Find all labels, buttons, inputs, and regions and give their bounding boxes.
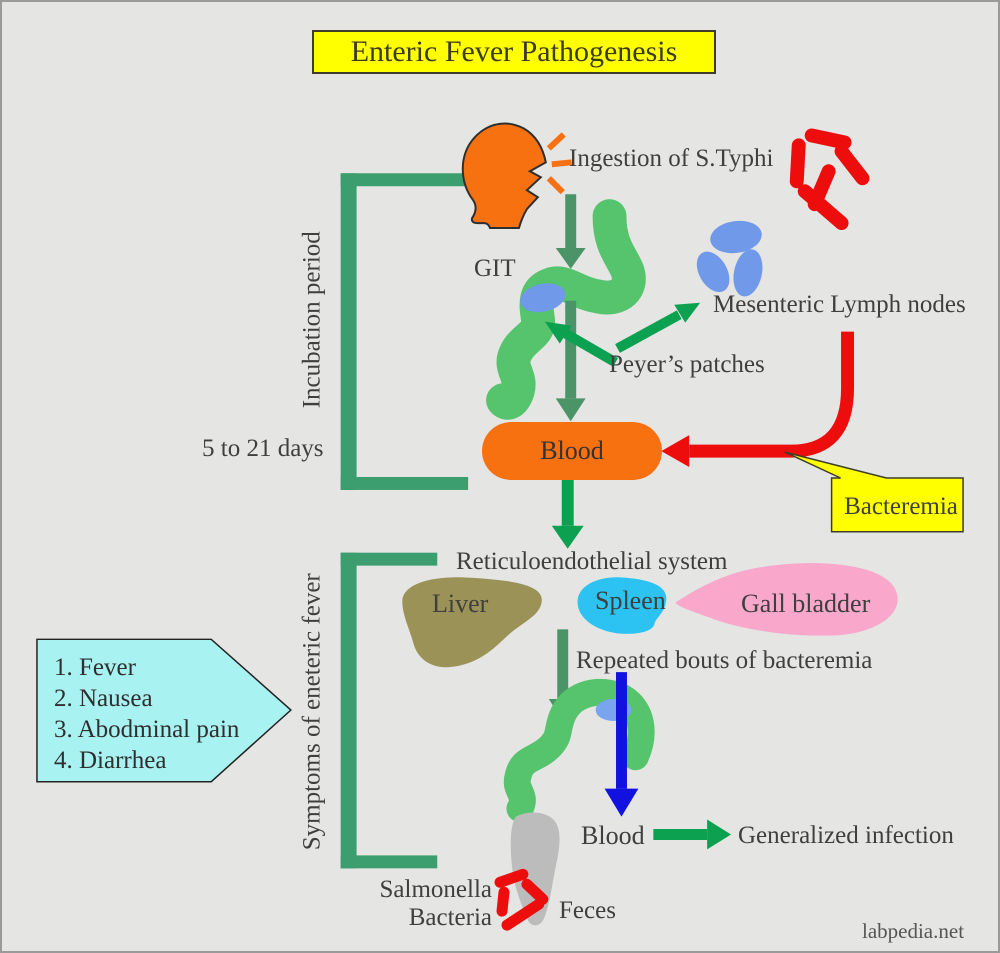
symptoms-list: 1. Fever 2. Nausea 3. Abodminal pain 4. … bbox=[54, 652, 289, 776]
bacteremia-callout-label: Bacteremia bbox=[844, 493, 958, 520]
ingestion-sound-lines-icon bbox=[546, 132, 572, 195]
flow-arrow-blood-to-res bbox=[551, 477, 584, 549]
blood-node-label: Blood bbox=[540, 436, 604, 465]
label-reticuloendothelial-system: Reticuloendothelial system bbox=[456, 548, 728, 575]
lower-intestine-shape bbox=[503, 678, 655, 823]
styphi-bacteria-icon bbox=[789, 128, 870, 231]
bacteremia-callout-shape bbox=[784, 451, 964, 533]
repeated-bacteremia-blue-arrow bbox=[604, 672, 639, 817]
incubation-bracket-shape bbox=[340, 173, 469, 490]
salmonella-bacteria-icon bbox=[494, 868, 549, 931]
peyers-arrow-to-lymph-nodes bbox=[615, 302, 701, 353]
diagram-title: Enteric Fever Pathogenesis bbox=[312, 30, 716, 74]
label-incubation-period: Incubation period bbox=[298, 231, 326, 409]
peyers-arrow-to-patch bbox=[544, 321, 619, 367]
flow-arrow-blood-to-generalized bbox=[653, 819, 732, 850]
symptom-item: 3. Abodminal pain bbox=[54, 716, 240, 743]
symptoms-box-shape bbox=[36, 638, 293, 783]
label-gallbladder: Gall bladder bbox=[741, 589, 871, 618]
label-git: GIT bbox=[474, 255, 516, 282]
label-peyers-patches: Peyer’s patches bbox=[609, 351, 765, 378]
symptoms-bracket-shape bbox=[340, 552, 438, 869]
label-generalized-infection: Generalized infection bbox=[738, 822, 954, 849]
label-liver: Liver bbox=[432, 589, 489, 618]
blood-node: Blood bbox=[482, 422, 662, 480]
watermark: labpedia.net bbox=[862, 919, 965, 943]
label-repeated-bacteremia: Repeated bouts of bacteremia bbox=[576, 647, 873, 674]
head-icon bbox=[461, 122, 547, 230]
label-blood-2: Blood bbox=[581, 821, 645, 850]
symptom-item: 1. Fever bbox=[54, 654, 136, 681]
diagram-title-text: Enteric Fever Pathogenesis bbox=[350, 35, 678, 68]
flow-arrow-git-to-blood bbox=[555, 300, 586, 422]
label-salmonella-line2: Bacteria bbox=[408, 904, 492, 931]
symptom-item: 4. Diarrhea bbox=[54, 747, 167, 774]
label-symptoms-bracket: Symptoms of eneteric fever bbox=[298, 573, 326, 851]
label-ingestion: Ingestion of S.Typhi bbox=[569, 145, 774, 172]
mesenteric-lymph-nodes-shape bbox=[696, 220, 763, 297]
peyers-patch-shape bbox=[520, 283, 566, 313]
flow-arrow-head-to-git bbox=[555, 194, 586, 269]
label-feces: Feces bbox=[559, 897, 616, 924]
bacteremia-red-arrow bbox=[661, 331, 855, 468]
label-salmonella-bacteria: Salmonella Bacteria bbox=[357, 876, 492, 932]
label-salmonella-line1: Salmonella bbox=[379, 876, 492, 903]
label-incubation-duration: 5 to 21 days bbox=[202, 435, 324, 462]
label-mesenteric-lymph-nodes: Mesenteric Lymph nodes bbox=[713, 291, 966, 318]
gallbladder-shape bbox=[675, 563, 898, 636]
spleen-shape bbox=[577, 577, 667, 634]
label-spleen: Spleen bbox=[595, 586, 666, 615]
symptom-item: 2. Nausea bbox=[54, 685, 153, 712]
liver-shape bbox=[402, 577, 542, 668]
